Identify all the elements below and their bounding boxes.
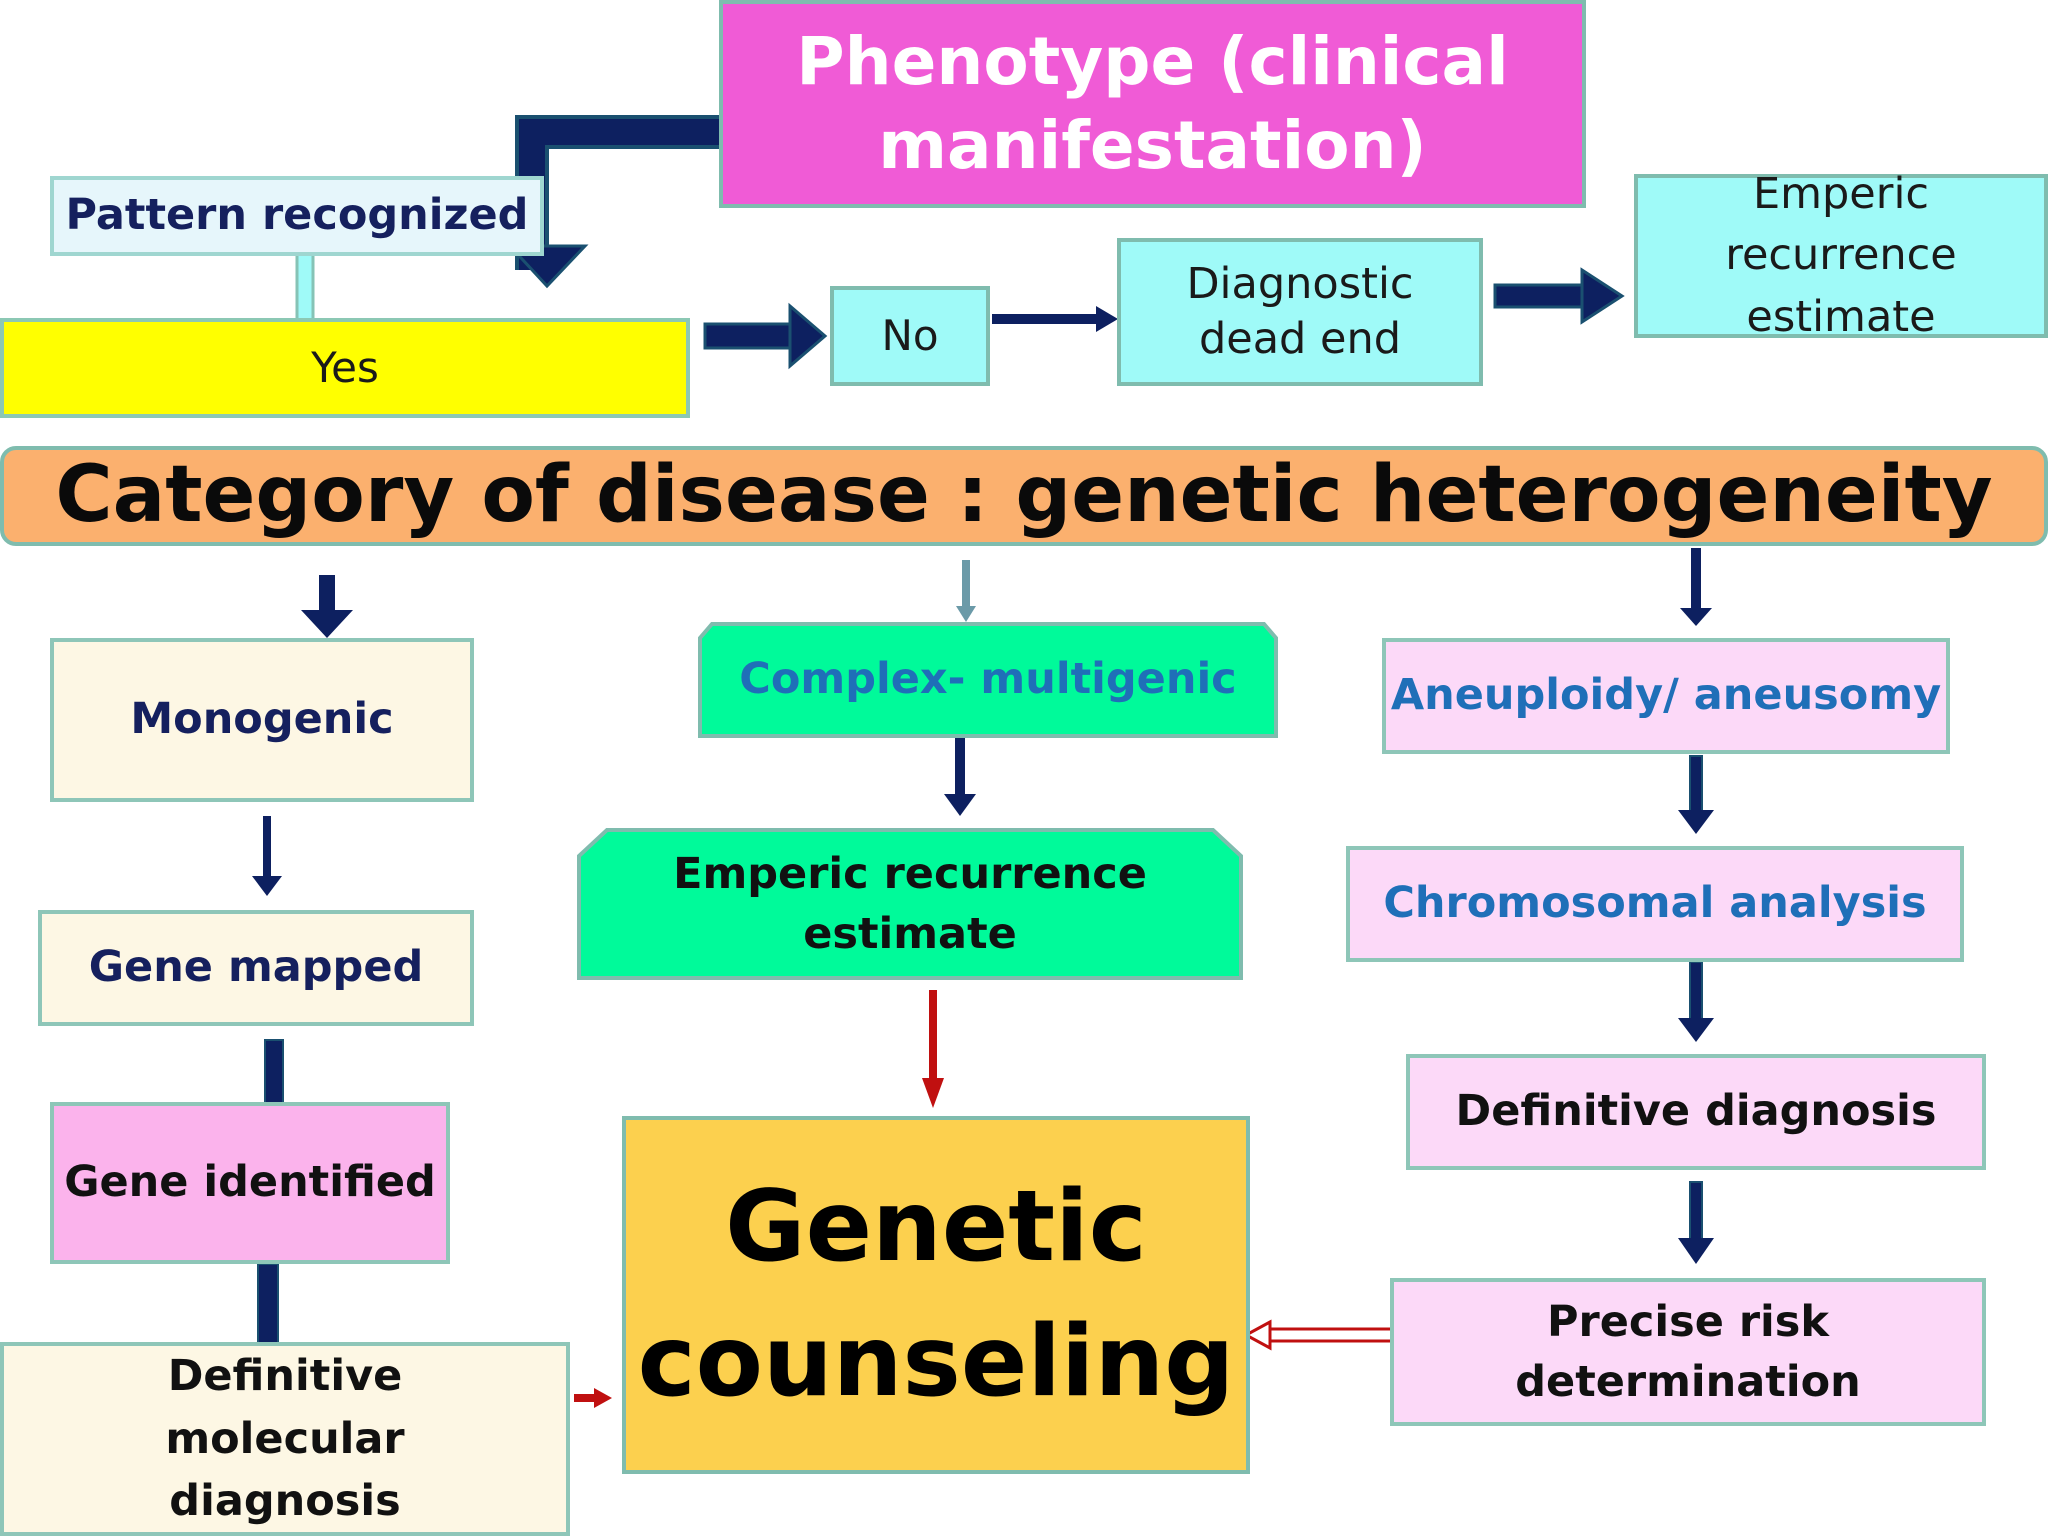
complex-text: Complex- multigenic [739, 654, 1237, 705]
dead-end-to-emperic-arrow [1493, 267, 1625, 325]
pattern-recognized-text: Pattern recognized [65, 190, 529, 241]
diagnostic-dead-end-box: Diagnostic dead end [1117, 238, 1483, 386]
molecular-to-counseling-arrow [574, 1388, 612, 1408]
pattern-recognized-box: Pattern recognized [50, 176, 544, 256]
molecular-diagnosis-text: Definitive molecular diagnosis [165, 1351, 405, 1527]
monogenic-to-gene-mapped-arrow [252, 816, 282, 896]
aneuploidy-box: Aneuploidy/ aneusomy [1382, 638, 1950, 754]
gene-mapped-text: Gene mapped [88, 942, 424, 993]
gene-identified-box: Gene identified [50, 1102, 450, 1264]
precise-to-counseling-arrow [1242, 1319, 1396, 1351]
diagnostic-dead-end-text: Diagnostic dead end [1186, 258, 1414, 364]
genetic-counseling-text: Genetic counseling [637, 1169, 1235, 1419]
emperic-to-counseling-arrow [922, 990, 944, 1108]
chromosomal-analysis-box: Chromosomal analysis [1346, 846, 1964, 962]
no-text: No [881, 311, 939, 361]
no-box: No [830, 286, 990, 386]
phenotype-text: Phenotype (clinical manifestation) [796, 22, 1509, 184]
aneuploidy-to-chromosomal-arrow [1678, 755, 1714, 834]
complex-emperic-label-box: Emperic recurrence estimate [577, 828, 1243, 980]
precise-risk-box: Precise risk determination [1390, 1278, 1986, 1426]
chromosomal-to-definitive-arrow [1678, 961, 1714, 1042]
definitive-to-precise-arrow [1678, 1181, 1714, 1264]
definitive-diagnosis-text: Definitive diagnosis [1455, 1086, 1937, 1137]
chromosomal-analysis-text: Chromosomal analysis [1383, 878, 1927, 929]
monogenic-text: Monogenic [130, 694, 394, 745]
yes-to-no-arrow [703, 302, 828, 370]
complex-emperic-box [577, 828, 1243, 980]
phenotype-box: Phenotype (clinical manifestation) [719, 0, 1586, 208]
monogenic-box: Monogenic [50, 638, 474, 802]
complex-box [698, 622, 1278, 738]
category-bar: Category of disease : genetic heterogene… [0, 446, 2048, 546]
molecular-diagnosis-box: Definitive molecular diagnosis [0, 1342, 570, 1536]
precise-risk-text: Precise risk determination [1515, 1296, 1861, 1407]
genetic-counseling-box: Genetic counseling [622, 1116, 1250, 1474]
category-text: Category of disease : genetic heterogene… [55, 450, 1993, 541]
gene-identified-text: Gene identified [64, 1157, 436, 1208]
complex-label-box: Complex- multigenic [698, 622, 1278, 738]
emperic-top-box: Emperic recurrence estimate [1634, 169, 2048, 342]
complex-to-emperic-arrow [944, 738, 976, 816]
pattern-to-yes-connector [295, 252, 315, 322]
gene-mapped-box: Gene mapped [38, 910, 474, 1026]
complex-emperic-text: Emperic recurrence estimate [673, 848, 1147, 959]
category-to-aneuploidy-arrow [1680, 548, 1712, 626]
yes-box: Yes [0, 318, 690, 418]
category-to-complex-arrow [956, 560, 976, 622]
aneuploidy-text: Aneuploidy/ aneusomy [1390, 670, 1942, 721]
definitive-diagnosis-box: Definitive diagnosis [1406, 1054, 1986, 1170]
yes-text: Yes [311, 343, 379, 393]
category-to-monogenic-arrow [301, 575, 353, 638]
emperic-top-text: Emperic recurrence estimate [1725, 169, 1957, 342]
no-to-dead-end-arrow [992, 306, 1118, 332]
